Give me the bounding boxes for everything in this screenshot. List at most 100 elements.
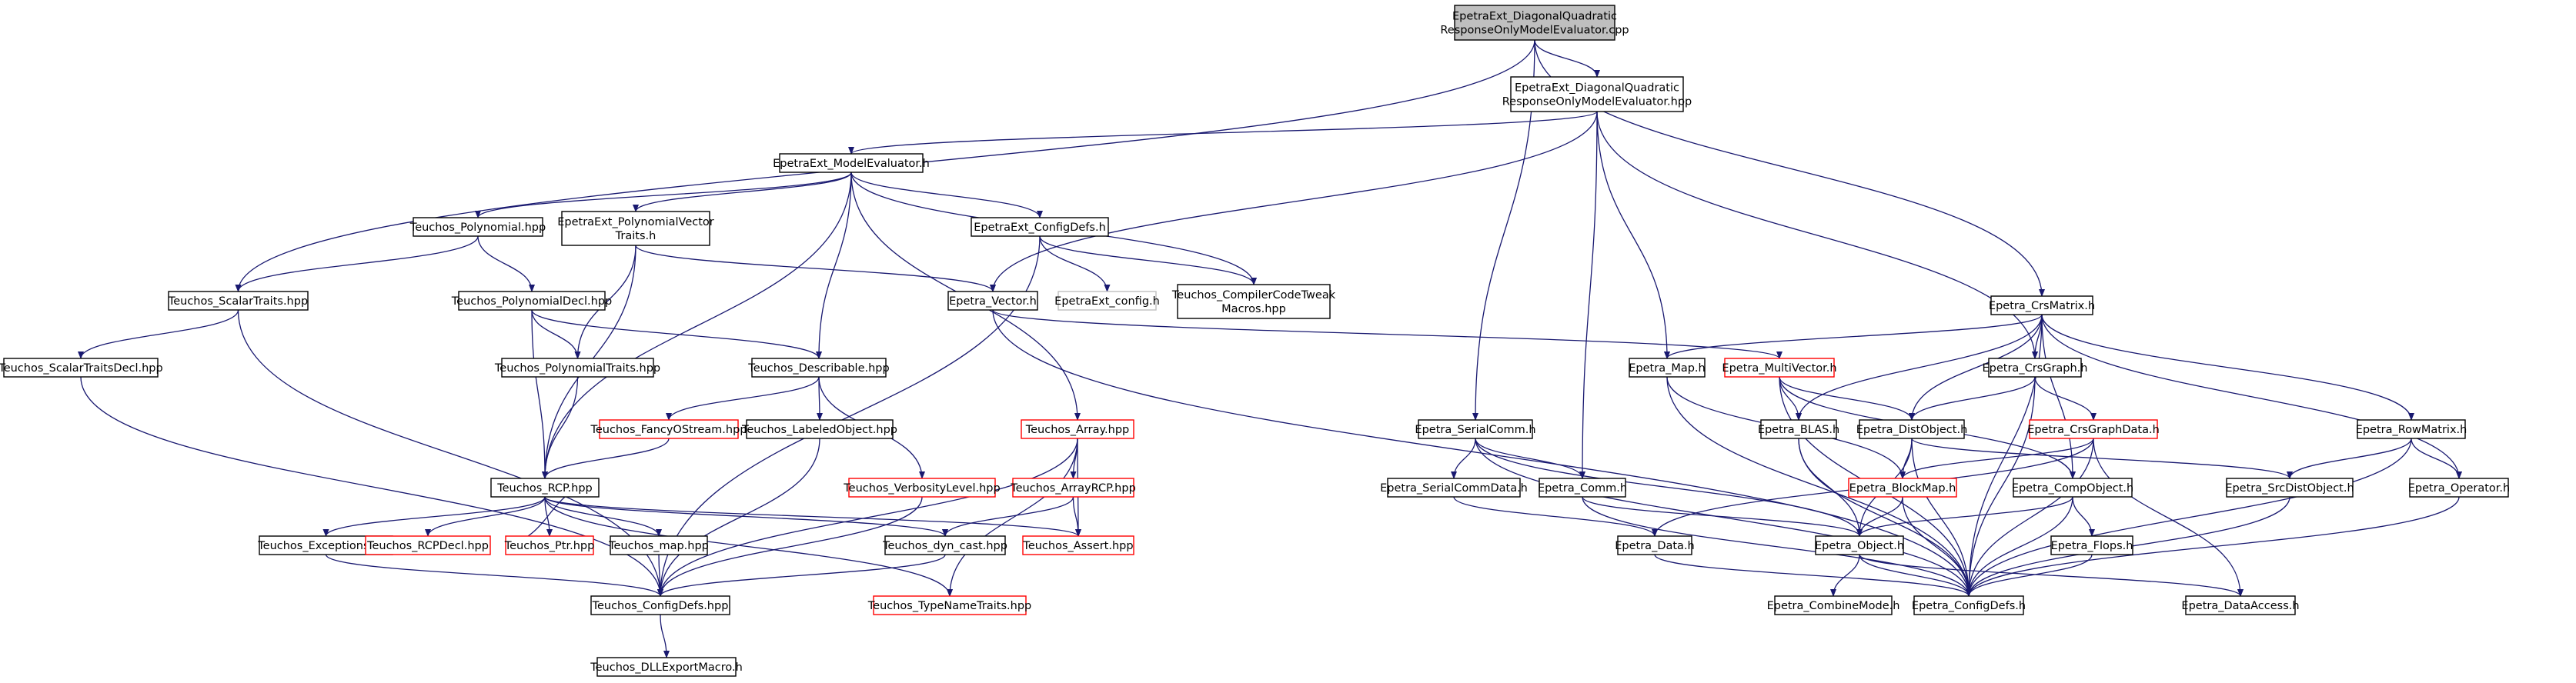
node-tconf[interactable]: Teuchos_ConfigDefs.hpp [590,595,730,615]
edge-crsmat-to-eop [2041,314,2462,479]
node-box [779,153,924,173]
edge-line [542,172,852,479]
edge-line [325,554,663,597]
edge-line [1966,376,2036,597]
node-rowmat[interactable]: Epetra_RowMatrix.h [2356,419,2467,439]
node-dll[interactable]: Teuchos_DLLExportMacro.h [590,657,743,677]
node-multivec[interactable]: Epetra_MultiVector.h [1722,358,1837,378]
edge-line [657,438,820,597]
node-epcfg[interactable]: EpetraExt_config.h [1054,291,1160,311]
node-ecomm[interactable]: Epetra_Comm.h [1538,478,1627,498]
edge-line [850,172,1043,218]
edge-texcept-to-tconf [325,554,663,597]
node-box [1617,535,1692,555]
node-scdata[interactable]: Epetra_SerialCommData.h [1380,478,1528,498]
node-box [599,419,739,439]
node-combine[interactable]: Epetra_CombineMode.h [1767,595,1900,615]
edge-verbos-to-tconf [657,496,923,597]
node-label: Teuchos_PolynomialTraits.hpp [494,362,660,375]
node-typename[interactable]: Teuchos_TypeNameTraits.hpp [867,595,1031,615]
edge-line [1856,496,2073,537]
node-polytraits[interactable]: Teuchos_PolynomialTraits.hpp [494,358,660,378]
edge-eobj-to-daccess [1859,554,2244,597]
node-blockmap[interactable]: Epetra_BlockMap.h [1848,478,1957,498]
node-daccess[interactable]: Epetra_DataAccess.h [2181,595,2300,615]
edge-rowmat-to-srcdist [2287,438,2412,479]
node-eobj[interactable]: Epetra_Object.h [1815,535,1904,555]
node-edata[interactable]: Epetra_Data.h [1615,535,1695,555]
edge-compobj-to-eobj [1856,496,2073,537]
node-hpp[interactable]: EpetraExt_DiagonalQuadraticResponseOnlyM… [1502,76,1692,112]
node-fancy[interactable]: Teuchos_FancyOStream.hpp [590,419,747,439]
node-describ[interactable]: Teuchos_Describable.hpp [747,358,890,378]
node-dyncast[interactable]: Teuchos_dyn_cast.hpp [882,535,1007,555]
edge-evector-to-econf [992,309,1972,597]
node-ptr[interactable]: Teuchos_Ptr.hpp [504,535,595,555]
node-label: ResponseOnlyModelEvaluator.hpp [1502,96,1692,108]
node-compobj[interactable]: Epetra_CompObject.h [2012,478,2133,498]
node-label: Epetra_ConfigDefs.h [1912,600,2026,612]
node-econf[interactable]: Epetra_ConfigDefs.h [1912,595,2026,615]
node-box [873,595,1027,615]
node-box [751,358,887,378]
node-scalardecl[interactable]: Teuchos_ScalarTraitsDecl.hpp [0,358,163,378]
edge-line [942,496,1074,537]
node-distobj[interactable]: Epetra_DistObject.h [1856,419,1968,439]
node-emap[interactable]: Epetra_Map.h [1629,358,1706,378]
node-crsmat[interactable]: Epetra_CrsMatrix.h [1989,295,2095,315]
edge-crsmat-to-emap [1664,314,2043,359]
node-crsgraph[interactable]: Epetra_CrsGraph.h [1983,358,2088,378]
edge-line [2041,314,2076,479]
node-label: Epetra_BlockMap.h [1849,482,1956,495]
edge-line [1911,438,1972,597]
edge-scdata-to-edata [1453,496,1658,537]
node-rcpdecl[interactable]: Teuchos_RCPDecl.hpp [365,535,491,555]
node-box [1418,419,1533,439]
edge-line [1899,438,2094,479]
edge-line [1859,554,2244,597]
edge-tpoly-to-polydecl [477,235,535,292]
edge-line [425,496,546,537]
node-epconf[interactable]: EpetraExt_ConfigDefs.h [971,217,1109,237]
node-srcdist[interactable]: Epetra_SrcDistObject.h [2225,478,2354,498]
node-label: Teuchos_dyn_cast.hpp [882,540,1007,552]
edge-hpp-to-evector [990,111,1598,292]
edge-me-to-describ [816,172,852,359]
node-box [1387,478,1521,498]
node-crsgdata[interactable]: Epetra_CrsGraphData.h [2027,419,2160,439]
node-serialcomm[interactable]: Epetra_SerialComm.h [1415,419,1536,439]
edge-line [1666,376,1972,597]
node-tarray[interactable]: Teuchos_Array.hpp [1021,419,1134,439]
node-box [490,478,600,498]
node-box [1510,76,1684,112]
edge-serialcomm-to-eobj [1475,438,1863,537]
edge-rcp-to-texcept [322,496,546,537]
node-label: Teuchos_Describable.hpp [747,362,889,375]
node-scalar[interactable]: Teuchos_ScalarTraits.hpp [168,291,309,311]
edge-crsgraph-to-crsgdata [2034,376,2097,421]
node-evector[interactable]: Epetra_Vector.h [947,291,1038,311]
node-verbos[interactable]: Teuchos_VerbosityLevel.hpp [843,478,1001,498]
node-tmap[interactable]: Teuchos_map.hpp [608,535,709,555]
edge-line [235,235,479,292]
node-me[interactable]: EpetraExt_ModelEvaluator.h [773,153,930,173]
node-arcp[interactable]: Teuchos_ArrayRCP.hpp [1010,478,1136,498]
edge-line [1966,554,2093,597]
node-flops[interactable]: Epetra_Flops.h [2050,535,2133,555]
node-eop[interactable]: Epetra_Operator.h [2408,478,2510,498]
node-box [505,535,594,555]
node-labeled[interactable]: Teuchos_LabeledObject.hpp [741,419,897,439]
edge-blas-to-econf [1798,438,1972,597]
node-rcp[interactable]: Teuchos_RCP.hpp [490,478,600,498]
node-tpoly[interactable]: Teuchos_Polynomial.hpp [409,217,546,237]
edge-serialcomm-to-scdata [1451,438,1476,479]
node-polydecl[interactable]: Teuchos_PolynomialDecl.hpp [451,291,612,311]
node-label: EpetraExt_DiagonalQuadratic [1515,82,1679,95]
node-blas[interactable]: Epetra_BLAS.h [1758,419,1839,439]
node-label: Epetra_MultiVector.h [1722,362,1836,375]
edge-edata-to-econf [1654,554,1972,597]
node-tassert[interactable]: Teuchos_Assert.hpp [1022,535,1134,555]
